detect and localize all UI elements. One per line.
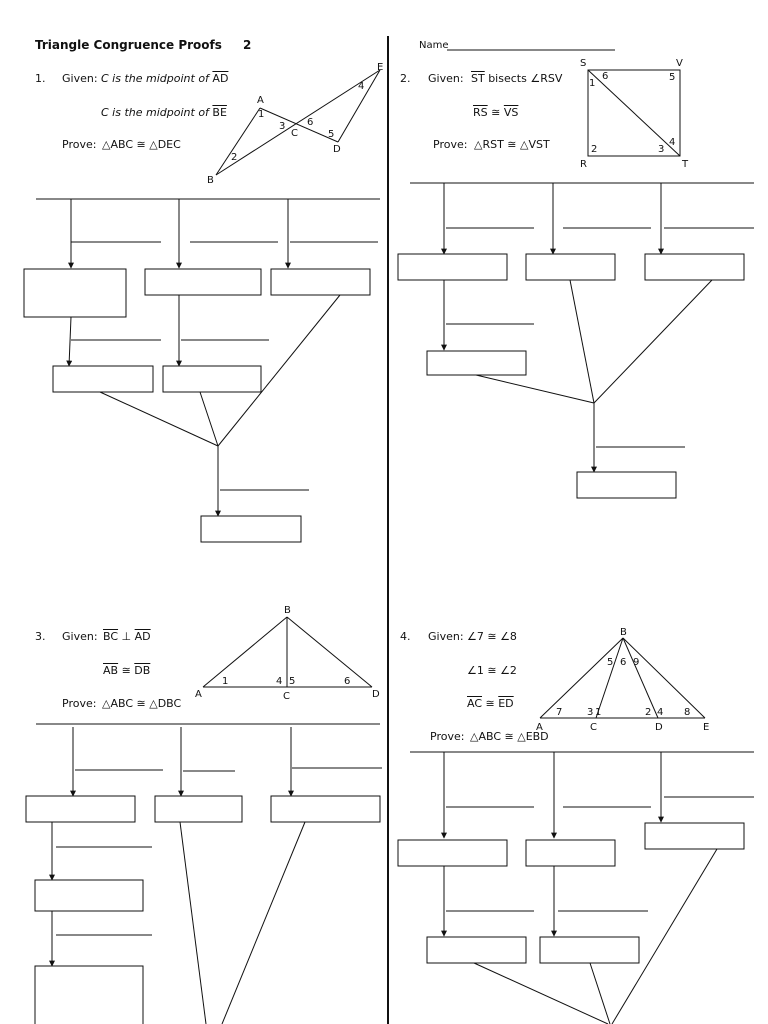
p1-prove-statement: △ABC ≅ △DEC [102,138,181,151]
p3-given-2: AB ≅ DB [103,664,150,677]
p2-prove-statement: △RST ≅ △VST [474,138,550,151]
p2-flowchart [397,182,754,499]
p4-figure [539,637,706,719]
p3-flowchart [25,723,382,1024]
p1-given-2: C is the midpoint of BE [101,106,227,119]
p4-given-label: Given: [428,630,464,643]
p3-angle-5: 5 [289,676,295,687]
p2-pt-t: T [681,159,689,170]
p2-angle-6: 6 [602,71,608,82]
p1-given-2-segment: BE [212,106,227,119]
p2-angle-3: 3 [658,144,664,155]
p3-figure [202,616,373,688]
p4-angle-1: 1 [595,707,601,718]
p2-pt-r: R [580,159,587,170]
p1-angle-2: 2 [231,152,237,163]
p4-prove-statement: △ABC ≅ △EBD [470,730,549,743]
p4-angle-4: 4 [657,707,663,718]
p3-given-1: BC ⊥ AD [103,630,151,643]
p4-given-3-rel: ≅ [485,697,495,710]
p2-pt-s: S [580,58,586,69]
page-number: 2 [243,38,252,52]
p1-angle-3: 3 [279,121,285,132]
p2-given-2-rel: ≅ [491,106,501,119]
p3-given-2-rel: ≅ [121,664,131,677]
name-label: Name [419,40,449,51]
p4-pt-d: D [655,722,663,733]
p1-pt-b: B [207,175,214,186]
p4-angle-2: 2 [645,707,651,718]
p1-given-1-segment: AD [212,72,229,85]
p3-prove-label: Prove: [62,697,97,710]
p1-angle-1: 1 [258,109,264,120]
p3-pt-c: C [283,691,290,702]
p3-given-2-seg2: DB [134,664,151,677]
p4-pt-c: C [590,722,597,733]
p3-given-1-seg2: AD [134,630,151,643]
p2-number: 2. [400,72,411,85]
p1-given-2-text: C is the midpoint of [101,106,209,119]
p4-pt-a: A [536,722,543,733]
p1-given-1-text: C is the midpoint of [101,72,209,85]
p4-angle-8: 8 [684,707,690,718]
p4-angle-3: 3 [587,707,593,718]
p3-prove-statement: △ABC ≅ △DBC [102,697,182,710]
p1-flowchart [23,198,380,543]
p2-angle-5: 5 [669,72,675,83]
p2-given-2-seg2: VS [503,106,519,119]
p2-given-1: ST bisects ∠RSV [471,72,562,85]
p3-given-1-rel: ⊥ [121,630,132,643]
p2-figure [587,69,681,157]
p1-pt-d: D [333,144,341,155]
p1-angle-5: 5 [328,129,334,140]
p1-figure [215,69,381,176]
p1-given-label: Given: [62,72,98,85]
p4-given-1: ∠7 ≅ ∠8 [467,630,517,643]
p2-angle-2: 2 [591,144,597,155]
p2-angle-4: 4 [669,137,675,148]
p3-given-label: Given: [62,630,98,643]
p2-given-1-segment: ST [471,72,485,85]
p4-angle-6: 6 [620,657,626,668]
p2-given-2: RS ≅ VS [473,106,518,119]
p1-given-1: C is the midpoint of AD [101,72,228,85]
p2-given-1-text: bisects ∠RSV [488,72,563,85]
p1-number: 1. [35,72,46,85]
p4-pt-b: B [620,627,627,638]
p3-number: 3. [35,630,46,643]
p3-angle-6: 6 [344,676,350,687]
p4-pt-e: E [703,722,709,733]
p1-prove-label: Prove: [62,138,97,151]
p3-given-1-seg1: BC [103,630,119,643]
p3-given-2-seg1: AB [103,664,119,677]
p4-angle-9: 9 [633,657,639,668]
p4-given-3: AC ≅ ED [467,697,514,710]
p2-angle-1: 1 [589,78,595,89]
worksheet-title: Triangle Congruence Proofs [35,38,222,52]
p1-pt-e: E [377,62,383,73]
p4-given-2: ∠1 ≅ ∠2 [467,664,517,677]
p1-pt-c: C [291,128,298,139]
p1-angle-4: 4 [358,81,364,92]
p3-pt-a: A [195,689,202,700]
p3-pt-d: D [372,689,380,700]
p4-given-3-seg1: AC [467,697,483,710]
p4-angle-5: 5 [607,657,613,668]
p2-given-label: Given: [428,72,464,85]
p2-pt-v: V [676,58,683,69]
p4-number: 4. [400,630,411,643]
p3-angle-1: 1 [222,676,228,687]
p4-angle-7: 7 [556,707,562,718]
p2-given-2-seg1: RS [473,106,488,119]
p1-pt-a: A [257,95,264,106]
p2-prove-label: Prove: [433,138,468,151]
p1-angle-6: 6 [307,117,313,128]
p4-flowchart [397,751,754,1024]
p3-angle-4: 4 [276,676,282,687]
p4-prove-label: Prove: [430,730,465,743]
p3-pt-b: B [284,605,291,616]
p4-given-3-seg2: ED [498,697,514,710]
